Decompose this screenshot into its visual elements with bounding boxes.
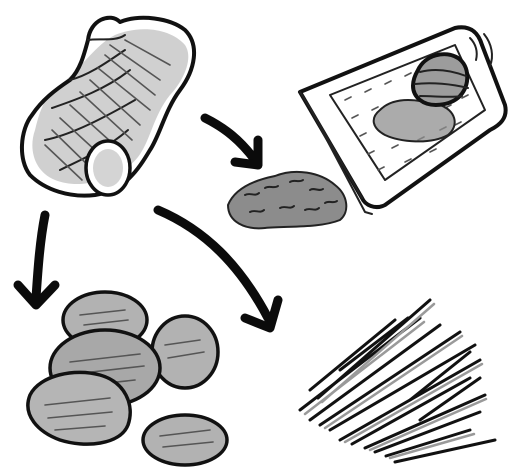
sliced-coins (28, 292, 227, 465)
coin-slice (152, 316, 218, 388)
coin-slice (143, 415, 227, 465)
ginger-knob-on-grater (413, 54, 468, 105)
grated-pile (228, 172, 346, 228)
arrow-to-grated (205, 118, 258, 165)
coin-slice (28, 372, 130, 444)
julienned-sticks (300, 300, 495, 462)
arrow-to-slices (18, 215, 55, 305)
ginger-root (22, 18, 194, 196)
